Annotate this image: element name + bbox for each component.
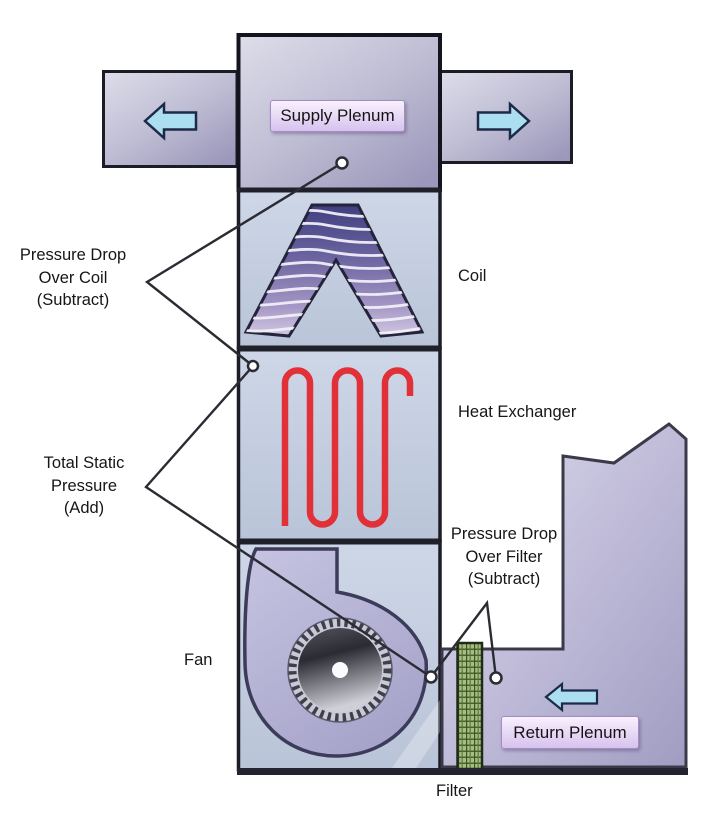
leader-filter-drop [430,599,498,679]
pressure-tap-fan-outlet [424,670,438,684]
filter-media [456,641,484,771]
filter-label: Filter [436,782,473,800]
pressure-tap-filter [489,671,503,685]
section-dividers [237,187,688,775]
annotation-line: Over Coil [38,268,108,287]
annotation-line: (Add) [63,499,105,517]
return-plenum-label-chip: Return Plenum [501,716,639,749]
annotation-pressure-drop-over-filter: Pressure Drop Over Filter (Subtract) [429,523,579,591]
airflow-arrow-left-icon [143,101,198,141]
fan-hub [332,662,348,678]
annotation-line: Pressure Drop [19,246,127,264]
airflow-arrow-right-icon [476,101,531,141]
pressure-tap-ports [246,156,503,685]
annotation-line: Pressure Drop [450,525,558,543]
blower-graphic [243,547,440,768]
annotation-pressure-drop-over-coil: Pressure Drop Over Coil (Subtract) [0,244,148,312]
pressure-tap-heat-exchanger [246,359,260,373]
return-plenum-shape [440,422,688,769]
annotation-line: Over Filter [465,547,543,566]
heat-exchanger-label: Heat Exchanger [458,403,577,421]
supply-plenum-label-chip: Supply Plenum [270,100,405,132]
annotation-line: (Subtract) [36,291,110,309]
coil-label: Coil [458,267,487,285]
fan-label: Fan [184,651,213,669]
leader-total-static [144,365,432,678]
fan-wheel-ticks [288,618,392,722]
return-airflow-arrow-left-icon [544,681,599,713]
annotation-total-static-pressure: Total Static Pressure (Add) [9,452,159,520]
leader-lines [144,161,498,679]
annotation-line: (Subtract) [467,570,541,588]
leader-coil-drop [144,161,343,367]
heat-exchanger-coil-graphic [281,367,414,528]
annotation-line: Total Static [43,454,125,472]
annotation-line: Pressure [50,476,118,495]
pressure-tap-supply [335,156,349,170]
